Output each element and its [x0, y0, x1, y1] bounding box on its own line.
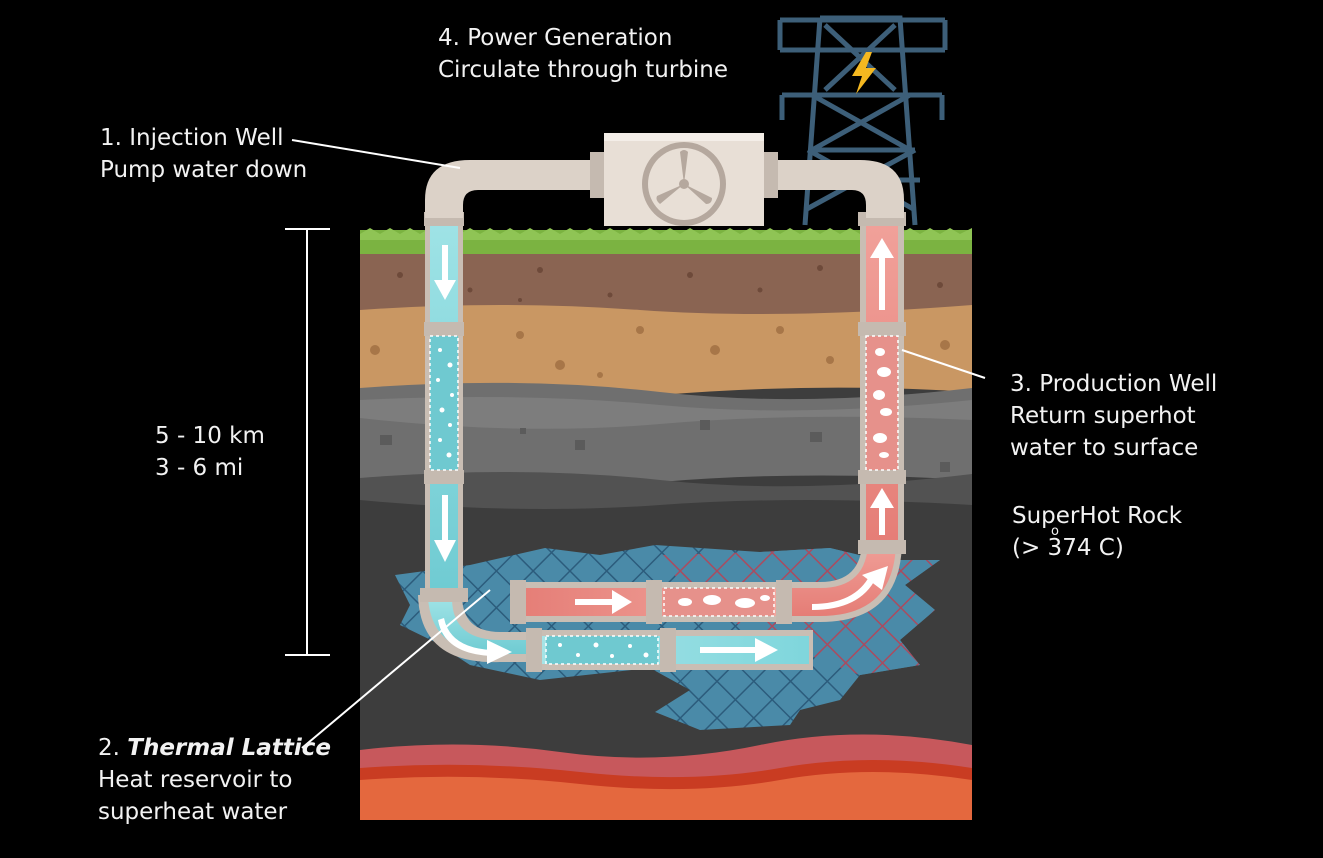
curved-arrow-icon — [862, 566, 888, 590]
production-well-desc-2: water to surface — [1010, 435, 1199, 461]
injection-well-label: 1. Injection Well Pump water down — [100, 122, 307, 186]
power-generation-label: 4. Power Generation Circulate through tu… — [438, 22, 728, 86]
thermal-lattice-label: 2. Thermal Lattice Heat reservoir to sup… — [98, 732, 331, 828]
superhot-rock-title: SuperHot Rock — [1012, 503, 1183, 529]
superhot-rock-label: SuperHot Rock (> 374 C) — [1012, 500, 1182, 564]
power-generation-desc: Circulate through turbine — [438, 57, 729, 83]
curved-arrow-icon — [438, 618, 492, 656]
thermal-lattice-desc-1: Heat reservoir to — [98, 767, 293, 793]
injection-leader-line — [291, 139, 461, 169]
production-well-label: 3. Production Well Return superhot water… — [1010, 368, 1217, 464]
turbine-fan-icon — [656, 150, 712, 204]
up-arrow-icon — [870, 238, 894, 310]
upper-lattice-pipe — [510, 540, 902, 624]
surface-pipe — [425, 152, 904, 218]
thermal-lattice-title: 2. Thermal Lattice — [98, 732, 331, 764]
injection-well-desc: Pump water down — [100, 157, 308, 183]
lattice-leader-line — [301, 589, 491, 749]
depth-label: 5 - 10 km 3 - 6 mi — [155, 420, 265, 484]
right-arrow-icon — [700, 638, 778, 662]
thermal-lattice-desc-2: superheat water — [98, 799, 288, 825]
power-tower — [777, 15, 948, 226]
depth-scale-bar — [285, 228, 330, 656]
lightning-bolt-icon — [852, 52, 876, 94]
down-arrow-icon — [434, 495, 456, 562]
down-arrow-icon — [434, 245, 456, 300]
thermal-lattice-number: 2. — [98, 735, 128, 761]
injection-well-title: 1. Injection Well — [100, 125, 284, 151]
depth-km: 5 - 10 km — [155, 423, 265, 449]
right-arrow-icon — [575, 590, 632, 614]
depth-mi: 3 - 6 mi — [155, 455, 244, 481]
up-arrow-icon — [870, 488, 894, 535]
thermal-lattice-name: Thermal Lattice — [127, 735, 331, 761]
production-well-title: 3. Production Well — [1010, 371, 1218, 397]
production-well-desc-1: Return superhot — [1010, 403, 1196, 429]
production-leader-line — [901, 349, 986, 379]
superhot-rock-temp: (> 374 C) — [1012, 535, 1124, 561]
degree-mark: o — [1051, 524, 1059, 539]
curved-arrow-icon — [487, 640, 512, 664]
turbine — [604, 133, 764, 226]
power-generation-title: 4. Power Generation — [438, 25, 673, 51]
